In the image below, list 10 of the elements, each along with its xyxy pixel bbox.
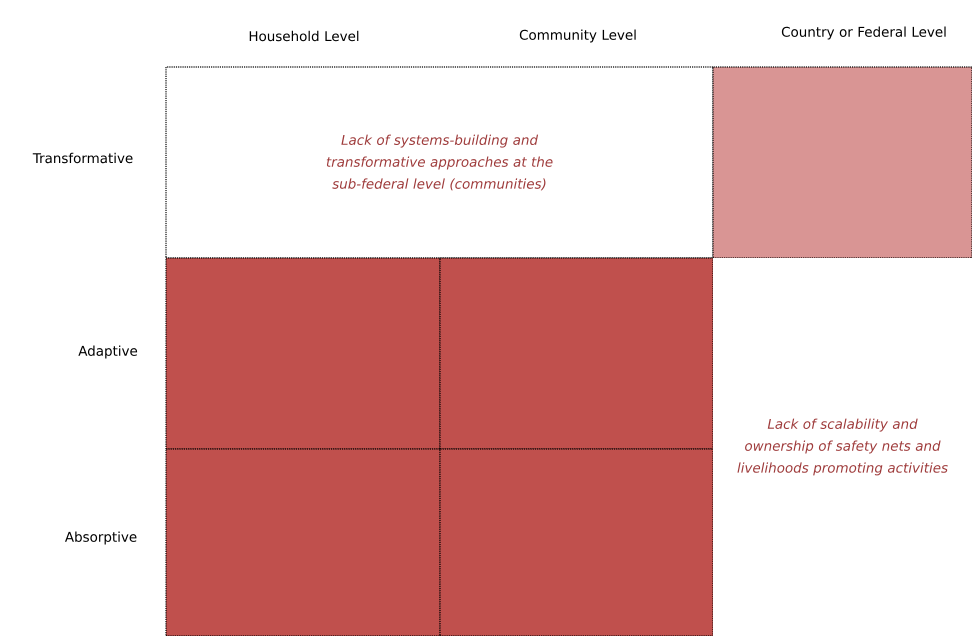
filled-cell (165, 448, 441, 636)
row-header: Transformative (32, 152, 132, 164)
text-cell: Lack of scalability and ownership of safety nets and livelihoods promoting activities (713, 258, 972, 636)
column-header: Community Level (520, 30, 636, 42)
text-cell: Lack of systems-building and transformative approaches at the sub-federal level (communities) (165, 66, 714, 259)
filled-cell (439, 257, 714, 450)
column-header: Household Level (250, 30, 358, 42)
filled-cell (712, 66, 972, 259)
filled-cell (165, 257, 441, 450)
filled-cell (439, 448, 714, 636)
